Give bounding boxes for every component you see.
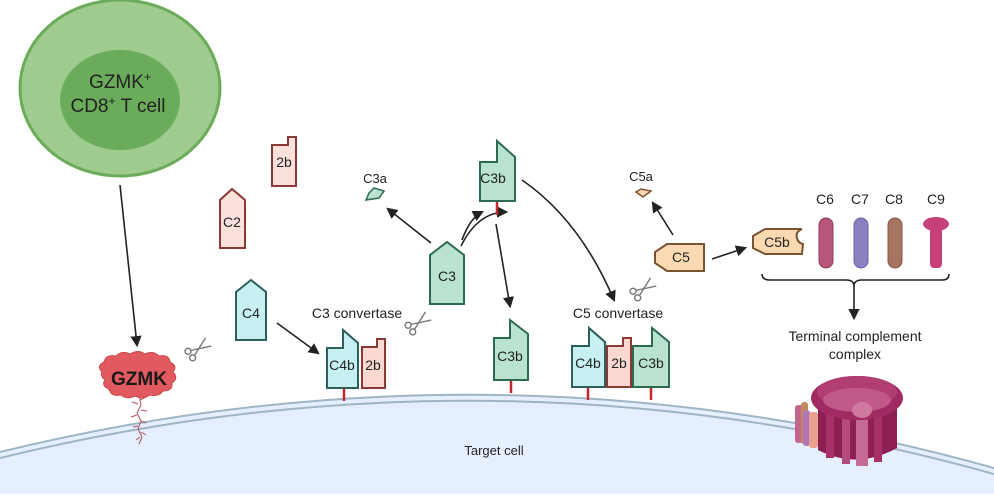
c5-label: C5 bbox=[672, 249, 690, 265]
c3b-activated: C3b bbox=[479, 138, 516, 215]
c8-label: C8 bbox=[885, 191, 903, 207]
c9-label: C9 bbox=[927, 191, 945, 207]
c3a-label: C3a bbox=[363, 171, 388, 186]
t-cell-nucleus bbox=[60, 50, 180, 150]
tcc-label-line2: complex bbox=[829, 346, 881, 362]
gzmk-cd8-t-cell: GZMK+ CD8+ T cell bbox=[18, 0, 222, 178]
c5a-fragment bbox=[634, 188, 653, 198]
c4-label: C4 bbox=[242, 305, 260, 321]
c7-protein bbox=[853, 217, 869, 269]
t-cell-label-line1: GZMK+ bbox=[89, 70, 151, 93]
arrow-c3b-to-c5-convertase bbox=[521, 179, 616, 303]
c5b-protein: C5b bbox=[752, 228, 805, 255]
gzmk-protein: GZMK bbox=[98, 351, 177, 445]
c3-label: C3 bbox=[438, 268, 456, 284]
c7-label: C7 bbox=[851, 191, 869, 207]
c4b-label: C4b bbox=[575, 355, 601, 371]
2b-bound-shape bbox=[361, 338, 386, 389]
c2-shape bbox=[219, 187, 246, 249]
2b-bound-shape bbox=[606, 337, 632, 388]
tcc-label-line1: Terminal complement bbox=[788, 328, 921, 344]
c5-convertase: C4b 2b C3b bbox=[571, 325, 670, 400]
arrow-c3-to-c3b-anchor bbox=[460, 206, 509, 247]
scissors-icon bbox=[404, 311, 432, 336]
2b-fragment-shape bbox=[271, 136, 297, 187]
c3-shape bbox=[429, 240, 465, 305]
t-cell-label-line2: CD8+ T cell bbox=[70, 94, 165, 117]
target-cell-body bbox=[0, 394, 994, 494]
c3b-label: C3b bbox=[638, 355, 664, 371]
c3b-shape bbox=[479, 138, 516, 202]
gzmk-label: GZMK bbox=[111, 369, 167, 390]
c5b-label: C5b bbox=[764, 234, 790, 250]
arrow-c5-to-c5b bbox=[711, 245, 748, 260]
gzmk-blob bbox=[98, 351, 177, 399]
arrow-c3-to-c3b bbox=[461, 210, 485, 241]
c3b-shape bbox=[632, 325, 670, 388]
c6-protein bbox=[818, 217, 834, 269]
2b-bound-label: 2b bbox=[365, 357, 381, 373]
c2-label: C2 bbox=[223, 214, 241, 230]
c5-shape bbox=[654, 243, 705, 272]
c5-convertase-label: C5 convertase bbox=[573, 305, 663, 321]
c3b-bound-shape bbox=[493, 317, 529, 381]
c9-protein bbox=[923, 217, 949, 268]
scissors-icon bbox=[184, 337, 212, 362]
2b-fragment-label: 2b bbox=[276, 154, 292, 170]
c4-shape bbox=[235, 278, 267, 341]
c3b-bound: C3b bbox=[493, 317, 529, 393]
c3-convertase: C4b 2b bbox=[326, 327, 386, 401]
arrow-c4-to-c4b bbox=[276, 322, 320, 355]
c5a-label: C5a bbox=[629, 169, 654, 184]
c4b-shape bbox=[571, 325, 606, 388]
terminal-complement-complex bbox=[795, 376, 903, 466]
c4b-label: C4b bbox=[329, 357, 355, 373]
arrow-c3b-to-membrane bbox=[495, 223, 515, 309]
c5b-shape bbox=[752, 228, 805, 255]
c2-protein: C2 bbox=[219, 187, 246, 249]
bracket bbox=[761, 273, 950, 287]
c4-protein: C4 bbox=[235, 278, 267, 341]
c3a-fragment bbox=[364, 187, 386, 201]
arrow-c5-to-c5a bbox=[651, 201, 674, 236]
c3b-label: C3b bbox=[480, 170, 506, 186]
c5-protein: C5 bbox=[654, 243, 705, 272]
c3-convertase-label: C3 convertase bbox=[312, 305, 402, 321]
gzmk-glycan bbox=[130, 394, 148, 445]
arrow-c3-to-c3a bbox=[386, 207, 432, 244]
c8-protein bbox=[887, 217, 903, 269]
c6-label: C6 bbox=[816, 191, 834, 207]
c3-protein: C3 bbox=[429, 240, 465, 305]
c4b-shape bbox=[326, 327, 359, 389]
arrow-tcell-to-gzmk bbox=[119, 184, 142, 348]
2b-fragment: 2b bbox=[271, 136, 297, 187]
target-cell-label: Target cell bbox=[464, 443, 523, 458]
scissors-icon bbox=[629, 277, 657, 302]
c3b-bound-label: C3b bbox=[497, 348, 523, 364]
2b-bound-label: 2b bbox=[611, 355, 627, 371]
